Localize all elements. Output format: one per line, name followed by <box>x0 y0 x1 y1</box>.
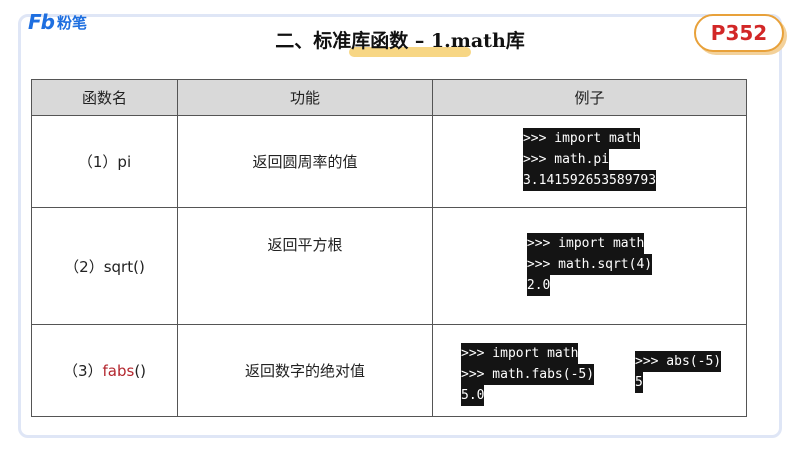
code-block-abs: >>> abs(-5) 5 <box>635 351 722 393</box>
table-header-row: 函数名 功能 例子 <box>31 79 747 116</box>
code-line: 5 <box>635 372 643 393</box>
code-block: >>> import math >>> math.sqrt(4) 2.0 <box>526 232 653 296</box>
title-highlight <box>349 47 471 57</box>
function-parens: () <box>134 362 147 380</box>
title-text: 二、标准库函数 – 1.math库 <box>275 30 525 52</box>
code-line: >>> import math <box>526 232 645 254</box>
table-row: （1）pi 返回圆周率的值 >>> import math >>> math.p… <box>31 115 747 208</box>
function-name-cell: （2）sqrt() <box>31 207 178 325</box>
code-line: >>> abs(-5) <box>635 351 722 372</box>
function-name: pi <box>117 153 132 171</box>
code-line: >>> import math <box>461 343 579 364</box>
code-line: >>> math.fabs(-5) <box>461 364 595 385</box>
code-line: 5.0 <box>461 385 485 406</box>
logo-text: 粉笔 <box>56 13 87 32</box>
function-desc-cell: 返回圆周率的值 <box>177 115 433 208</box>
function-desc-cell: 返回数字的绝对值 <box>177 324 433 417</box>
code-line: >>> math.pi <box>522 149 610 170</box>
code-line: 2.0 <box>526 274 551 296</box>
header-function-name: 函数名 <box>31 79 178 116</box>
code-line: >>> import math <box>522 128 641 149</box>
function-name: fabs <box>102 362 135 380</box>
function-index: （3） <box>62 362 103 380</box>
function-table: 函数名 功能 例子 （1）pi 返回圆周率的值 >>> import math … <box>31 79 747 417</box>
table-row: （3）fabs() 返回数字的绝对值 >>> import math >>> m… <box>31 324 747 417</box>
header-function-desc: 功能 <box>177 79 433 116</box>
code-block: >>> import math >>> math.fabs(-5) 5.0 <box>461 343 595 406</box>
brand-logo: Fb 粉笔 <box>28 10 87 34</box>
function-desc-cell: 返回平方根 <box>177 207 433 325</box>
function-name: sqrt() <box>103 257 145 276</box>
page-badge: P352 <box>694 14 784 52</box>
function-index: （1） <box>77 153 118 171</box>
code-line: >>> math.sqrt(4) <box>526 253 653 275</box>
function-name-cell: （1）pi <box>31 115 178 208</box>
function-index: （2） <box>64 257 104 276</box>
example-cell: >>> import math >>> math.pi 3.1415926535… <box>432 115 747 208</box>
code-block: >>> import math >>> math.pi 3.1415926535… <box>522 128 657 191</box>
code-line: 3.141592653589793 <box>522 170 657 191</box>
example-cell: >>> import math >>> math.fabs(-5) 5.0 >>… <box>432 324 747 417</box>
table-row: （2）sqrt() 返回平方根 >>> import math >>> math… <box>31 207 747 325</box>
header-example: 例子 <box>432 79 747 116</box>
logo-mark: Fb <box>28 10 55 34</box>
example-cell: >>> import math >>> math.sqrt(4) 2.0 <box>432 207 747 325</box>
function-name-cell: （3）fabs() <box>31 324 178 417</box>
slide-title: 二、标准库函数 – 1.math库 <box>0 26 800 57</box>
